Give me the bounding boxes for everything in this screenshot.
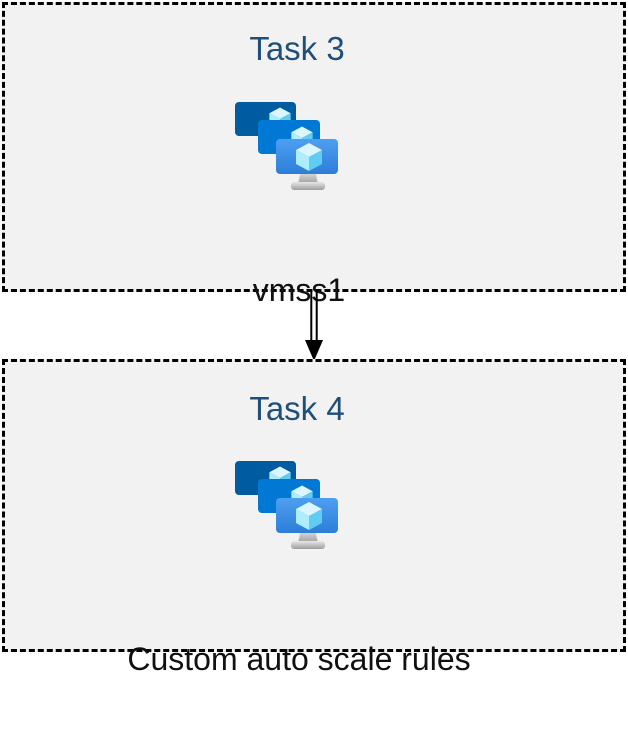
task3-box: Task 3 vmss1 Zone 1, 2, 3 [2,2,626,422]
diagram-canvas: Task 3 vmss1 Zone 1, 2, 3 Task 4 Custom … [2,2,626,677]
down-arrow [305,290,323,361]
vmss-name-label: vmss1 [252,272,346,308]
task4-label: Custom auto scale rules [0,564,608,754]
autoscale-rules-label: Custom auto scale rules [127,641,471,677]
task4-title: Task 4 [249,390,345,427]
task4-box: Task 4 Custom auto scale rules [2,359,626,677]
vm-scale-sets-icon [235,102,339,192]
task3-title: Task 3 [249,30,345,67]
vm-scale-sets-icon [235,461,339,551]
